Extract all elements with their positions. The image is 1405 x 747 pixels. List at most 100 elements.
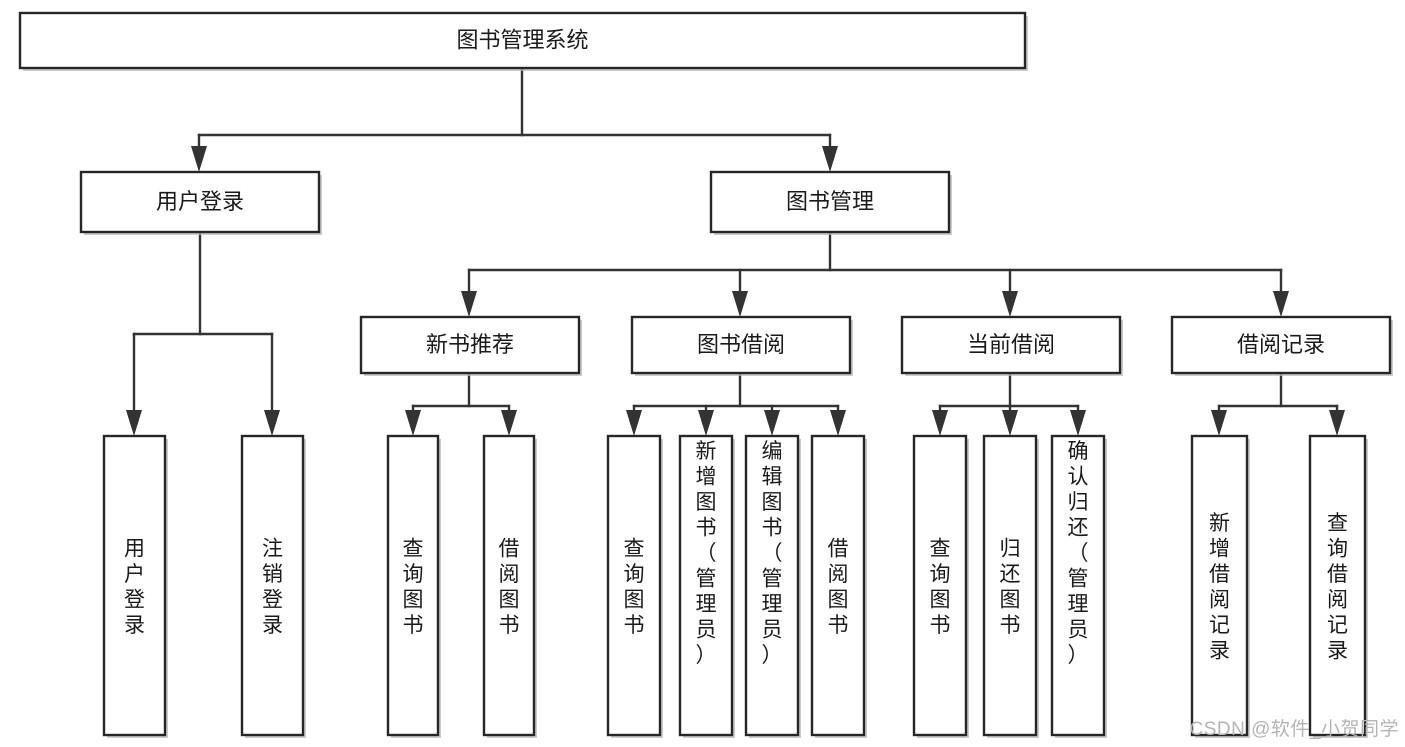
node-book-manage[interactable]: 图书管理 bbox=[709, 170, 952, 235]
node-leaf-add-record-label-char-1: 增 bbox=[1209, 538, 1230, 561]
node-new-book-rec-box bbox=[359, 315, 581, 375]
node-leaf-borrow-book-1-label-char-0: 借 bbox=[499, 538, 520, 561]
node-leaf-borrow-book-1-label-char-2: 图 bbox=[499, 589, 520, 612]
node-leaf-logout-label-char-1: 销 bbox=[262, 563, 283, 586]
node-leaf-edit-book-label-char-6: 理 bbox=[762, 593, 783, 616]
node-leaf-add-book-label-char-0: 新 bbox=[696, 440, 717, 463]
node-leaf-add-record-label-char-3: 阅 bbox=[1209, 589, 1230, 612]
node-leaf-borrow-book-2-label-char-2: 图 bbox=[828, 589, 849, 612]
node-leaf-query-book-1-box bbox=[386, 434, 440, 737]
csdn-watermark: CSDN @软件_小贺同学 bbox=[1189, 719, 1399, 740]
node-leaf-confirm-return-label-char-1: 认 bbox=[1068, 466, 1089, 489]
edge-book-manage-child-2-arrowhead bbox=[1002, 291, 1018, 317]
node-leaf-add-record-box bbox=[1190, 434, 1249, 737]
node-leaf-query-book-2-label-char-2: 图 bbox=[624, 589, 645, 612]
node-leaf-edit-book-label-char-4: （ bbox=[762, 542, 783, 565]
node-leaf-user-login[interactable]: 用户登录用户登录 bbox=[102, 434, 168, 738]
node-leaf-query-book-3[interactable]: 查询图书查询图书 bbox=[912, 434, 969, 738]
node-leaf-query-record-label-char-2: 借 bbox=[1327, 563, 1348, 586]
edge-root-to-user-login-arrowhead bbox=[191, 146, 207, 172]
node-leaf-confirm-return-label-char-3: 还 bbox=[1068, 517, 1089, 540]
node-leaf-add-book-label-char-6: 理 bbox=[696, 593, 717, 616]
node-leaf-borrow-book-1-box bbox=[482, 434, 536, 737]
node-leaf-add-book-label-char-8: ） bbox=[696, 644, 717, 667]
node-leaf-query-book-2-label-char-0: 查 bbox=[624, 538, 645, 561]
node-leaf-add-book-label-char-4: （ bbox=[696, 542, 717, 565]
edge-book-borrow-leaf-3-arrowhead bbox=[830, 410, 846, 436]
node-leaf-query-record-box bbox=[1308, 434, 1367, 737]
node-leaf-edit-book-label-char-0: 编 bbox=[762, 440, 783, 463]
edge-new-book-rec-leaf-0-arrowhead bbox=[405, 410, 421, 436]
edge-current-borrow-leaf-2-arrowhead bbox=[1070, 410, 1086, 436]
node-leaf-borrow-book-2-box bbox=[810, 434, 866, 737]
edge-current-borrow-leaf-0-arrowhead bbox=[932, 410, 948, 436]
node-borrow-record[interactable]: 借阅记录 bbox=[1170, 315, 1393, 376]
node-leaf-edit-book-label-char-3: 书 bbox=[762, 517, 783, 540]
edge-book-manage-child-3-arrowhead bbox=[1273, 291, 1289, 317]
nodes-layer: 图书管理系统用户登录图书管理新书推荐图书借阅当前借阅借阅记录用户登录用户登录注销… bbox=[18, 11, 1393, 738]
node-leaf-query-record-label-char-4: 记 bbox=[1327, 614, 1348, 637]
edge-book-borrow-leaf-2-arrowhead bbox=[764, 410, 780, 436]
edge-user-login-leaf-1-arrowhead bbox=[264, 410, 280, 436]
node-leaf-query-book-3-label-char-1: 询 bbox=[930, 563, 951, 586]
node-leaf-query-book-2-label-char-1: 询 bbox=[624, 563, 645, 586]
node-leaf-query-record-label-char-0: 查 bbox=[1327, 512, 1348, 535]
node-leaf-query-record-label-char-5: 录 bbox=[1327, 640, 1348, 663]
node-leaf-confirm-return-label-char-4: （ bbox=[1068, 542, 1089, 565]
node-book-borrow-label: 图书借阅 bbox=[697, 332, 785, 357]
node-borrow-record-label: 借阅记录 bbox=[1237, 332, 1325, 357]
node-leaf-query-book-3-label-char-2: 图 bbox=[930, 589, 951, 612]
node-leaf-add-book-box bbox=[678, 434, 734, 737]
node-leaf-add-book-label-char-7: 员 bbox=[696, 619, 717, 642]
edge-current-borrow-leaf-1-arrowhead bbox=[1002, 410, 1018, 436]
node-leaf-return-book[interactable]: 归还图书归还图书 bbox=[982, 434, 1039, 738]
node-leaf-query-book-3-label-char-0: 查 bbox=[930, 538, 951, 561]
node-leaf-edit-book-label-char-7: 员 bbox=[762, 619, 783, 642]
node-leaf-query-book-1-label-char-2: 图 bbox=[403, 589, 424, 612]
node-leaf-user-login-label-char-0: 用 bbox=[124, 538, 145, 561]
node-user-login[interactable]: 用户登录 bbox=[79, 170, 322, 235]
node-leaf-query-book-1-label-char-3: 书 bbox=[403, 614, 424, 637]
node-leaf-borrow-book-1[interactable]: 借阅图书借阅图书 bbox=[482, 434, 537, 738]
node-root-book-management-system[interactable]: 图书管理系统 bbox=[18, 11, 1028, 71]
node-leaf-borrow-book-1-label-char-1: 阅 bbox=[499, 563, 520, 586]
node-leaf-borrow-book-2-label-char-1: 阅 bbox=[828, 563, 849, 586]
node-leaf-return-book-label-char-2: 图 bbox=[1000, 589, 1021, 612]
node-book-borrow-box bbox=[630, 315, 852, 375]
node-leaf-query-record[interactable]: 查询借阅记录查询借阅记录 bbox=[1308, 434, 1368, 738]
node-leaf-logout[interactable]: 注销登录注销登录 bbox=[240, 434, 306, 738]
node-leaf-borrow-book-2-label-char-0: 借 bbox=[828, 538, 849, 561]
node-book-borrow[interactable]: 图书借阅 bbox=[630, 315, 853, 376]
node-leaf-borrow-book-2-label-char-3: 书 bbox=[828, 614, 849, 637]
node-leaf-return-book-label-char-3: 书 bbox=[1000, 614, 1021, 637]
node-leaf-edit-book-label-char-8: ） bbox=[762, 644, 783, 667]
node-leaf-edit-book-box bbox=[744, 434, 800, 737]
node-root-book-management-system-box bbox=[18, 11, 1027, 70]
node-leaf-logout-label-char-2: 登 bbox=[262, 589, 283, 612]
node-leaf-logout-box bbox=[240, 434, 305, 737]
node-new-book-rec[interactable]: 新书推荐 bbox=[359, 315, 582, 376]
edge-borrow-record-leaf-0-arrowhead bbox=[1211, 410, 1227, 436]
node-leaf-query-book-2[interactable]: 查询图书查询图书 bbox=[606, 434, 663, 738]
node-current-borrow[interactable]: 当前借阅 bbox=[900, 315, 1123, 376]
node-user-login-box bbox=[79, 170, 321, 234]
node-leaf-query-book-3-box bbox=[912, 434, 968, 737]
node-leaf-user-login-label-char-1: 户 bbox=[124, 563, 145, 586]
node-leaf-borrow-book-2[interactable]: 借阅图书借阅图书 bbox=[810, 434, 867, 738]
node-leaf-query-book-2-box bbox=[606, 434, 662, 737]
node-user-login-label: 用户登录 bbox=[156, 189, 244, 214]
node-leaf-edit-book-label-char-1: 辑 bbox=[762, 466, 783, 489]
node-leaf-add-record-label-char-2: 借 bbox=[1209, 563, 1230, 586]
edge-root-to-book-manage-arrowhead bbox=[822, 146, 838, 172]
node-leaf-confirm-return-label-char-7: 员 bbox=[1068, 619, 1089, 642]
node-leaf-add-record[interactable]: 新增借阅记录新增借阅记录 bbox=[1190, 434, 1250, 738]
node-borrow-record-box bbox=[1170, 315, 1392, 375]
node-leaf-user-login-label-char-3: 录 bbox=[124, 614, 145, 637]
node-leaf-query-book-2-label-char-3: 书 bbox=[624, 614, 645, 637]
node-leaf-query-book-1[interactable]: 查询图书查询图书 bbox=[386, 434, 441, 738]
node-leaf-confirm-return-label-char-0: 确 bbox=[1068, 440, 1089, 463]
